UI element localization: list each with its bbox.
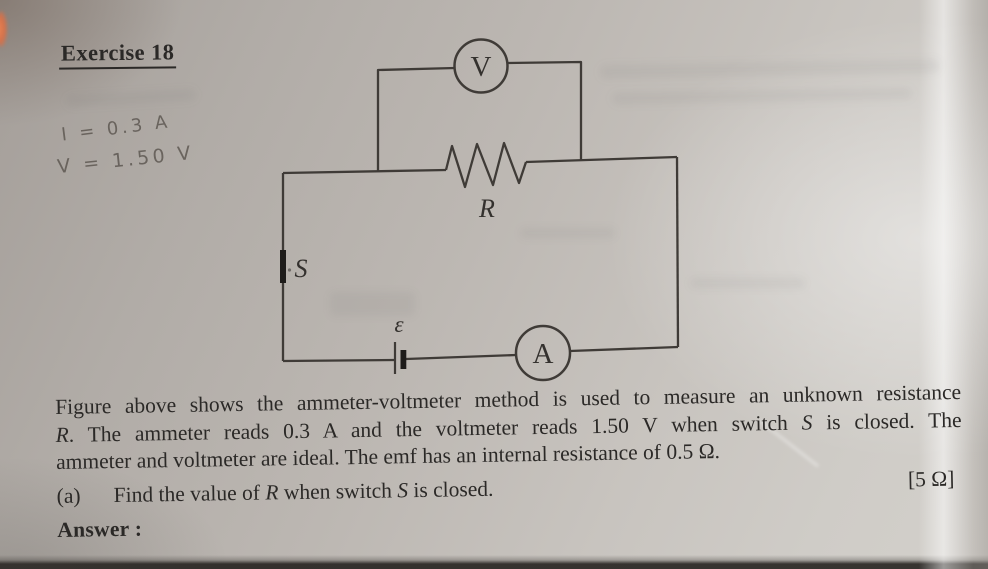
voltmeter-right-wire [507, 60, 583, 161]
emf-label: ε [394, 312, 404, 337]
ammeter-letter: A [533, 338, 554, 370]
right-wire [675, 156, 680, 348]
bottom-right-wire [569, 345, 679, 353]
ammeter-circle [514, 324, 572, 382]
part-a-question: Find the value of R when switch S is clo… [113, 476, 494, 507]
photo-finger-blob [0, 11, 7, 47]
switch-dot [287, 268, 292, 272]
resistor-label: R [478, 194, 495, 223]
bottom-left-wire [282, 358, 396, 363]
ink-bleed-smudge [690, 278, 805, 288]
circuit-wires [281, 38, 680, 382]
voltmeter-circle [453, 38, 509, 94]
middle-left-wire [282, 168, 447, 175]
switch-bar [280, 250, 286, 283]
problem-text-block: Figure above shows the ammeter-voltmeter… [55, 379, 963, 545]
battery-short-plate [400, 350, 407, 369]
resistor-zigzag [444, 141, 528, 189]
voltmeter-left-wire [376, 66, 456, 171]
part-a-label: (a) [56, 483, 81, 508]
ink-bleed-smudge [520, 228, 615, 238]
switch-label: S [295, 254, 308, 283]
middle-right-wire [525, 155, 678, 164]
bottom-middle-wire [405, 353, 517, 361]
ink-bleed-smudge [330, 292, 415, 316]
voltmeter-letter: V [471, 51, 492, 83]
marks-allocation: [5 Ω] [907, 466, 955, 492]
